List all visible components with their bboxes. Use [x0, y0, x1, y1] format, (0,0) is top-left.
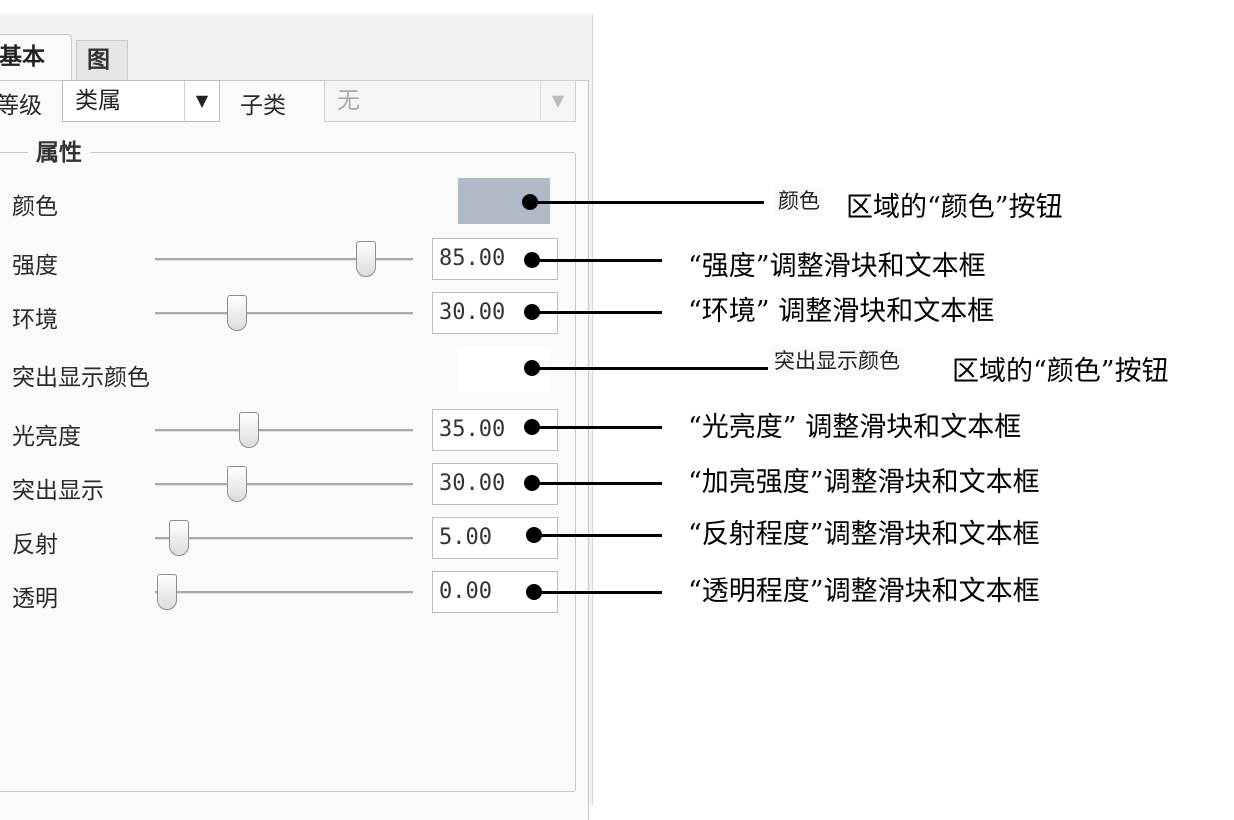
color-label: 颜色 [12, 194, 58, 220]
transparency-slider-thumb[interactable] [157, 574, 177, 610]
reflection-slider[interactable] [155, 520, 413, 556]
callout-line [532, 426, 662, 429]
callout-dot [524, 304, 540, 320]
callout-dot [526, 527, 542, 543]
properties-group-title: 属性 [28, 133, 90, 167]
highlight-color-label: 突出显示颜色 [12, 365, 150, 391]
callout-line [532, 259, 662, 262]
intensity-field[interactable]: 85.00 [432, 238, 558, 280]
intensity-label: 强度 [12, 253, 58, 279]
callout-dot [524, 252, 540, 268]
callout-line [530, 201, 764, 204]
highlight-label: 突出显示 [12, 478, 104, 504]
reflection-slider-thumb[interactable] [168, 520, 189, 556]
shininess-slider-thumb[interactable] [238, 412, 259, 448]
highlight-slider[interactable] [155, 466, 413, 502]
highlight-slider-thumb[interactable] [227, 466, 248, 502]
callout-dot [524, 360, 540, 376]
shininess-slider[interactable] [155, 412, 413, 448]
callout-dot [524, 475, 540, 491]
callout-line [532, 311, 662, 314]
ambient-slider[interactable] [155, 295, 413, 331]
tab-map[interactable]: 图 [76, 40, 128, 80]
callout-line [532, 482, 662, 485]
properties-group [0, 152, 576, 792]
level-select-value: 类属 [75, 88, 121, 114]
callout-dot [524, 419, 540, 435]
ambient-label: 环境 [12, 307, 58, 333]
annotation-highlight-color-text: 区域的“颜色”按钮 [952, 356, 1169, 387]
annotation-reflection-text: “反射程度”调整滑块和文本框 [688, 519, 1040, 550]
shininess-label: 光亮度 [12, 424, 81, 450]
callout-line [534, 534, 662, 537]
annotation-ambient-text: “环境” 调整滑块和文本框 [688, 296, 995, 327]
chevron-down-icon[interactable]: ▼ [184, 81, 219, 121]
intensity-slider-thumb[interactable] [355, 241, 376, 277]
level-select[interactable]: 类属 ▼ [62, 80, 220, 122]
chevron-down-icon: ▼ [540, 81, 575, 121]
ambient-slider-thumb[interactable] [227, 295, 248, 331]
transparency-slider[interactable] [155, 574, 413, 610]
annotation-highlight-color-box: 突出显示颜色 [770, 346, 904, 376]
level-label: 等级 [0, 93, 42, 119]
intensity-slider[interactable] [155, 241, 413, 277]
annotation-color-box: 颜色 [774, 186, 824, 216]
annotation-transparency-text: “透明程度”调整滑块和文本框 [688, 576, 1040, 607]
subclass-select-value: 无 [337, 88, 360, 114]
annotation-highlight-text: “加亮强度”调整滑块和文本框 [688, 467, 1040, 498]
subclass-select[interactable]: 无 ▼ [324, 80, 576, 122]
callout-dot [522, 194, 538, 210]
annotation-color-text: 区域的“颜色”按钮 [846, 192, 1063, 223]
annotation-shininess-text: “光亮度” 调整滑块和文本框 [688, 412, 1022, 443]
callout-dot [526, 584, 542, 600]
annotation-intensity-text: “强度”调整滑块和文本框 [688, 251, 986, 282]
transparency-label: 透明 [12, 586, 58, 612]
callout-line [534, 591, 662, 594]
subclass-label: 子类 [240, 93, 286, 119]
tab-basic[interactable]: 基本 [0, 34, 72, 80]
reflection-label: 反射 [12, 532, 58, 558]
callout-line [532, 367, 768, 370]
